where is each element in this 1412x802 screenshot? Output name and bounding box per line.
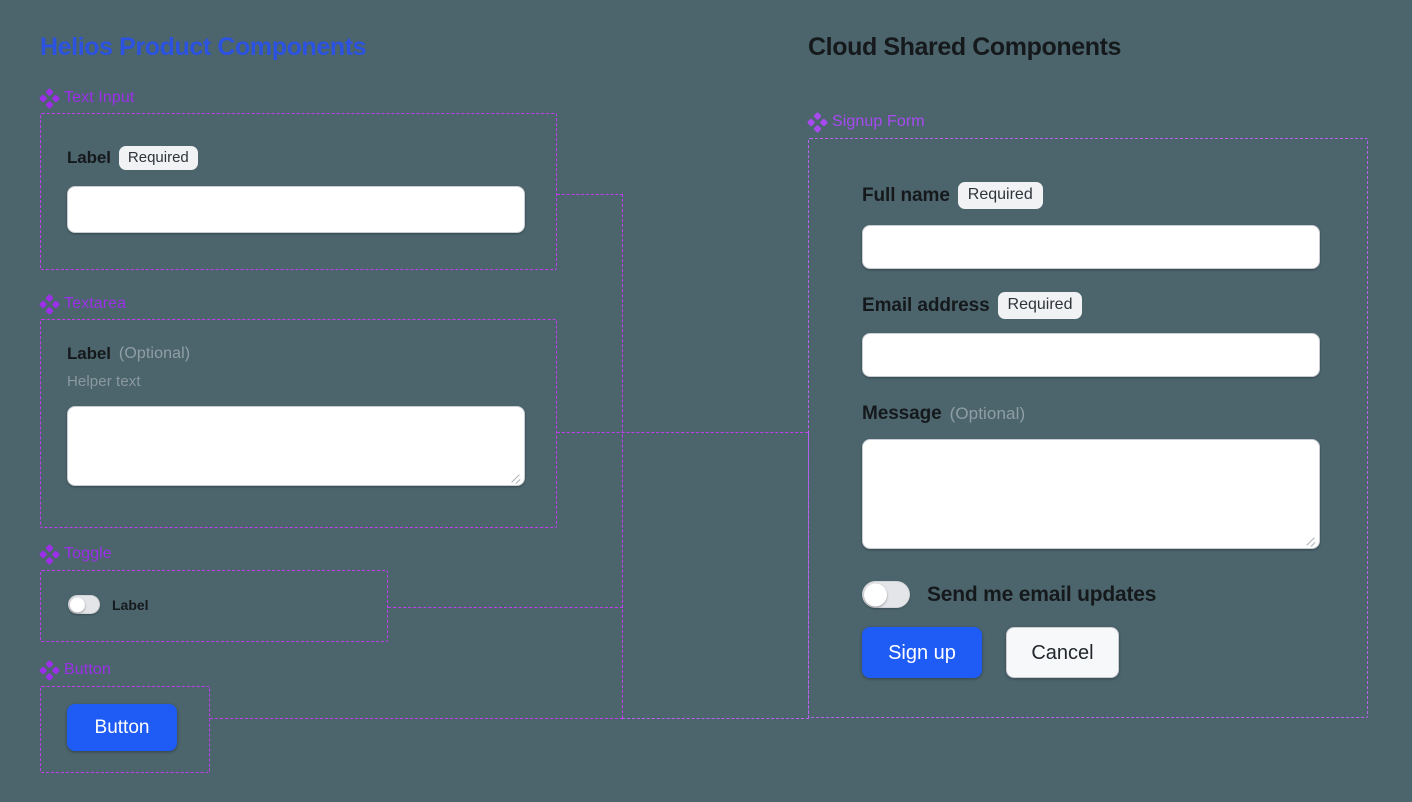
- email-updates-label: Send me email updates: [927, 582, 1157, 606]
- full-name-label-row: Full name Required: [862, 182, 1320, 210]
- text-input-label: Label: [67, 148, 111, 168]
- textarea-field-group: Label (Optional) Helper text: [67, 344, 525, 486]
- component-diamond-icon: [806, 111, 829, 133]
- email-updates-toggle-knob: [864, 583, 887, 606]
- section-label-button: Button: [38, 659, 111, 681]
- connector-text-input-horizontal: [557, 194, 623, 195]
- signup-message-group: Message (Optional): [862, 403, 1320, 549]
- message-textarea[interactable]: [863, 440, 1319, 548]
- textarea-control[interactable]: [68, 407, 524, 485]
- signup-email-updates-group: Send me email updates: [862, 581, 1156, 608]
- textarea-helper-text: Helper text: [67, 373, 141, 390]
- sign-up-button[interactable]: Sign up: [862, 627, 982, 678]
- message-optional-tag: (Optional): [949, 404, 1026, 423]
- text-input-required-badge: Required: [118, 146, 198, 171]
- textarea-control-wrapper: [67, 406, 525, 486]
- text-input-field-group: Label Required: [67, 146, 525, 234]
- message-textarea-wrapper: [862, 439, 1320, 549]
- text-input-control[interactable]: [67, 186, 525, 234]
- component-diamond-icon: [38, 87, 61, 109]
- section-label-text: Button: [64, 661, 111, 678]
- section-label-signup-form: Signup Form: [806, 111, 925, 133]
- full-name-input[interactable]: [862, 225, 1320, 270]
- toggle-switch[interactable]: [68, 595, 100, 614]
- full-name-label: Full name: [862, 184, 950, 206]
- component-diamond-icon: [38, 293, 61, 315]
- connector-toggle-horizontal: [388, 607, 623, 608]
- message-label-row: Message (Optional): [862, 403, 1320, 425]
- connector-textarea-horizontal: [557, 432, 808, 433]
- email-required-badge: Required: [997, 292, 1083, 320]
- toggle-field-group: Label: [68, 595, 149, 614]
- textarea-label: Label: [67, 344, 111, 363]
- section-label-textarea: Textarea: [38, 293, 127, 315]
- connector-button-horizontal: [210, 718, 623, 719]
- demo-button[interactable]: Button: [67, 704, 177, 751]
- right-panel-title: Cloud Shared Components: [808, 33, 1122, 61]
- toggle-knob: [70, 597, 85, 612]
- textarea-optional-tag: (Optional): [118, 345, 191, 362]
- message-label: Message: [862, 403, 942, 424]
- email-label-row: Email address Required: [862, 292, 1320, 320]
- email-input[interactable]: [862, 333, 1320, 378]
- section-label-toggle: Toggle: [38, 543, 112, 565]
- toggle-label: Label: [112, 596, 149, 613]
- full-name-required-badge: Required: [957, 182, 1043, 210]
- textarea-label-row: Label (Optional): [67, 344, 525, 364]
- section-label-text-input: Text Input: [38, 87, 135, 109]
- connector-signup-vertical: [808, 432, 809, 719]
- textarea-resize-handle[interactable]: [509, 470, 521, 482]
- section-label-text: Signup Form: [832, 113, 925, 130]
- cancel-button[interactable]: Cancel: [1006, 627, 1119, 678]
- connector-bottom-rail: [622, 718, 809, 719]
- section-label-text: Text Input: [64, 89, 135, 106]
- component-diamond-icon: [38, 659, 61, 681]
- component-diamond-icon: [38, 543, 61, 565]
- signup-email-group: Email address Required: [862, 292, 1320, 378]
- left-panel-title: Helios Product Components: [40, 33, 367, 61]
- email-updates-toggle[interactable]: [862, 581, 910, 608]
- email-label: Email address: [862, 294, 990, 316]
- connector-trunk-vertical-primary: [622, 194, 623, 718]
- section-label-text: Textarea: [64, 295, 127, 312]
- message-resize-handle[interactable]: [1304, 533, 1316, 545]
- text-input-label-row: Label Required: [67, 146, 525, 171]
- signup-full-name-group: Full name Required: [862, 182, 1320, 270]
- section-label-text: Toggle: [64, 545, 112, 562]
